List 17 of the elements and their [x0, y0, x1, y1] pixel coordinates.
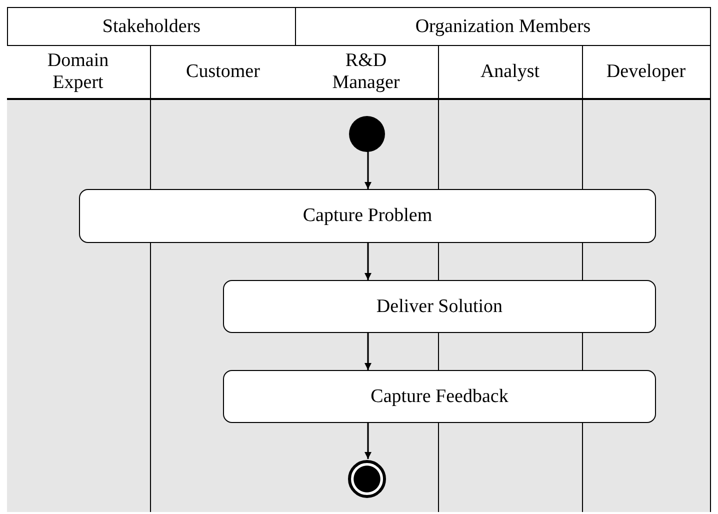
activity-box: Capture Feedback [223, 370, 656, 423]
swimlane [6, 44, 150, 512]
lane-header: Customer [186, 61, 260, 83]
activity-box: Deliver Solution [223, 280, 656, 333]
arrow [364, 333, 372, 370]
activity-box: Capture Problem [79, 189, 656, 243]
group-header: Organization Members [415, 16, 591, 38]
lane-header: Analyst [480, 61, 540, 83]
lane-header: Domain Expert [46, 50, 110, 94]
lane-header: Developer [606, 61, 686, 83]
arrow [364, 243, 372, 280]
start-node [348, 116, 384, 152]
lane-header: R&D Manager [331, 50, 401, 94]
arrow [364, 423, 372, 459]
group-header: Stakeholders [102, 16, 201, 38]
end-node [348, 460, 386, 498]
arrow [364, 151, 372, 189]
